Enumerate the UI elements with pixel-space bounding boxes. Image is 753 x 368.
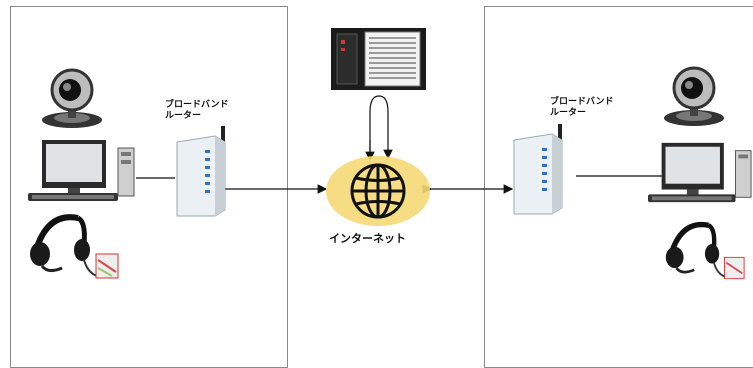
left-router-label: ブロードバンド ルーター [165, 100, 228, 122]
left-router-label-line2: ルーター [165, 111, 202, 121]
headset-icon [30, 214, 119, 279]
webcam-icon [664, 66, 724, 126]
server-icon [331, 28, 426, 90]
right-router-label: ブロードバンド ルーター [550, 97, 613, 119]
internet-label: インターネット [329, 232, 406, 245]
right-router-label-line2: ルーター [550, 108, 587, 118]
server-internet-loop [369, 95, 393, 160]
webcam-icon [42, 68, 102, 128]
router-icon [513, 124, 563, 215]
right-router-label-line1: ブロードバンド [550, 97, 614, 107]
desktop-pc-icon [28, 140, 135, 201]
desktop-pc-icon [648, 142, 752, 203]
left-router-label-line1: ブロードバンド [165, 100, 229, 110]
headset-icon [665, 221, 745, 280]
globe-icon [326, 156, 430, 226]
router-icon [176, 126, 226, 217]
